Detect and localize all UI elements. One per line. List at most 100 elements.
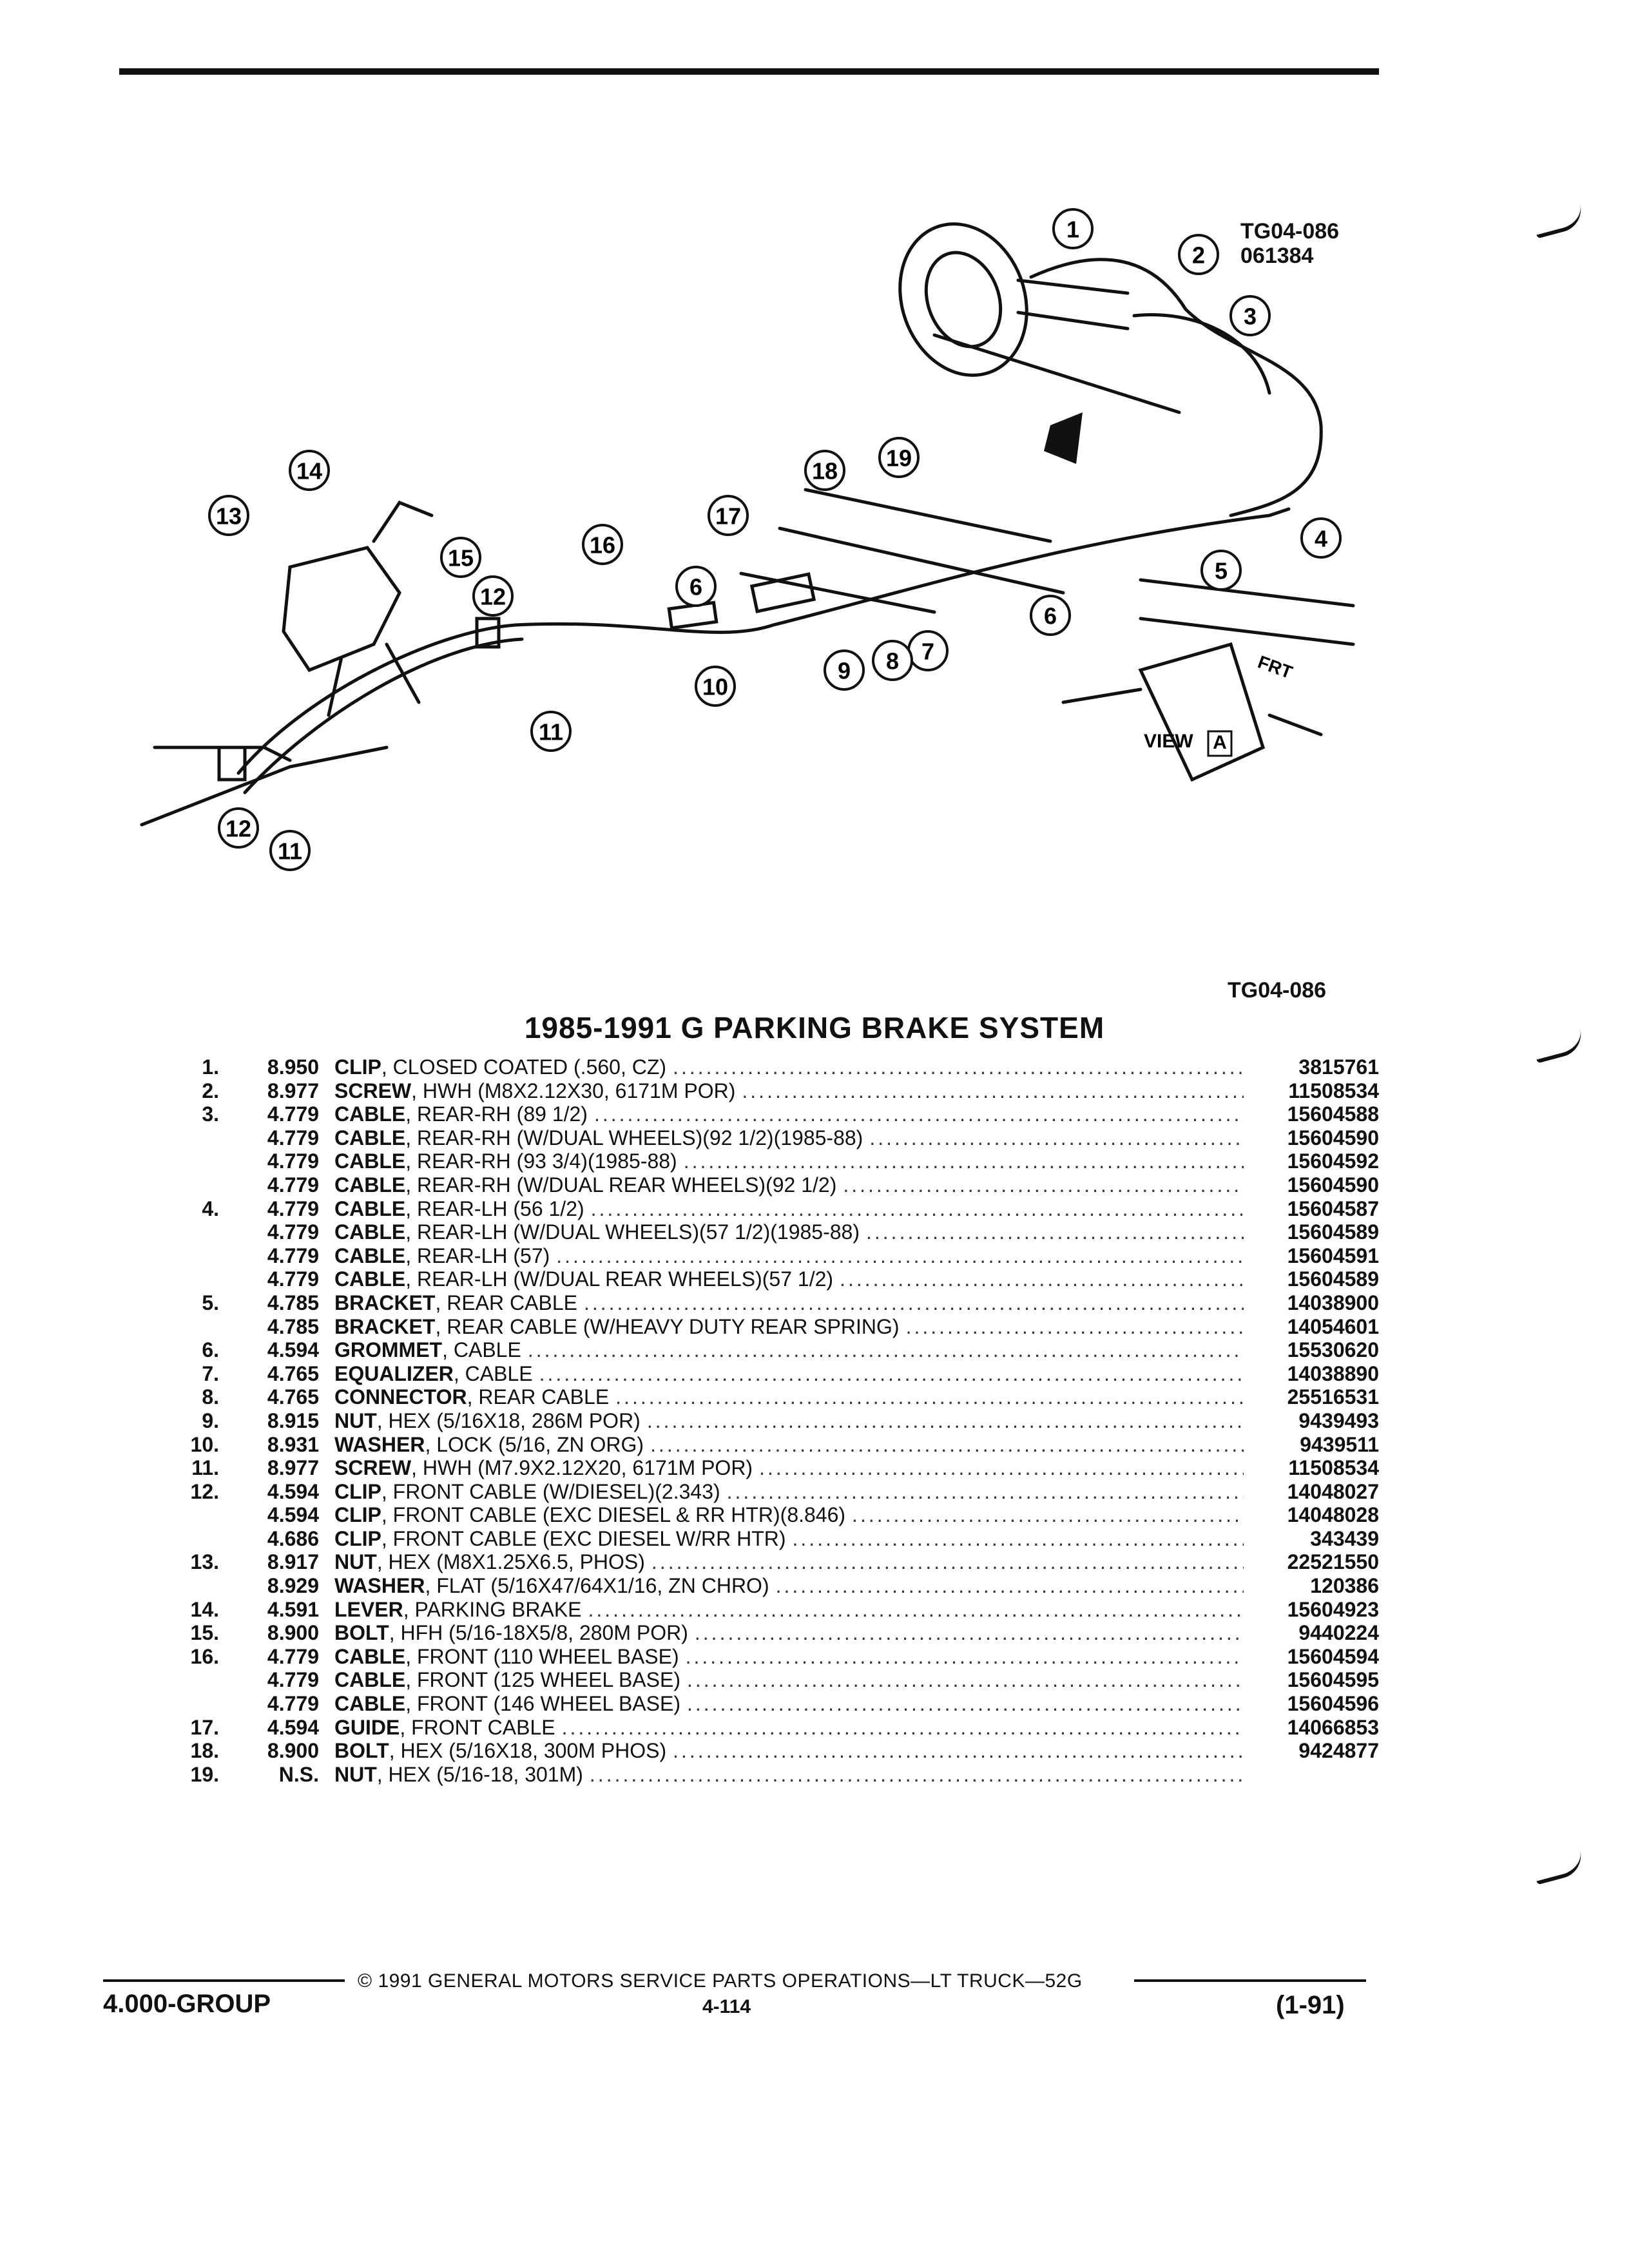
part-detail: , FRONT (146 WHEEL BASE) bbox=[405, 1692, 680, 1716]
leader-dots: ........................................… bbox=[726, 1479, 1244, 1503]
leader-dots: ........................................… bbox=[539, 1361, 1244, 1385]
part-description: CABLE, REAR-RH (W/DUAL REAR WHEELS)(92 1… bbox=[334, 1173, 1244, 1197]
item-number bbox=[142, 1267, 219, 1291]
axle-lines bbox=[932, 278, 1181, 414]
part-number: 15604592 bbox=[1287, 1149, 1379, 1173]
leader-dots: ........................................… bbox=[646, 1408, 1244, 1432]
callout-number: 14 bbox=[296, 458, 322, 485]
leader-dots: ........................................… bbox=[905, 1314, 1244, 1338]
callout-3: 3 bbox=[1229, 295, 1271, 336]
part-name: CLIP bbox=[334, 1055, 381, 1079]
part-number: 9424877 bbox=[1298, 1739, 1379, 1763]
part-name: LEVER bbox=[334, 1597, 403, 1621]
part-description: CONNECTOR, REAR CABLE...................… bbox=[334, 1385, 1244, 1409]
group-code: 8.929 bbox=[267, 1574, 319, 1598]
part-number: 14038900 bbox=[1287, 1291, 1379, 1314]
part-name: NUT bbox=[334, 1408, 377, 1432]
item-number: 11. bbox=[191, 1456, 219, 1480]
part-name: EQUALIZER bbox=[334, 1361, 454, 1385]
leader-dots: ........................................… bbox=[651, 1550, 1244, 1574]
part-number: 14054601 bbox=[1287, 1314, 1379, 1338]
leader-dots: ........................................… bbox=[686, 1668, 1244, 1692]
item-number: 18. bbox=[190, 1739, 219, 1763]
part-name: CONNECTOR bbox=[334, 1385, 467, 1409]
leader-dots: ........................................… bbox=[852, 1503, 1244, 1527]
part-detail: , HWH (M7.9X2.12X20, 6171M POR) bbox=[411, 1456, 753, 1480]
frame-rail-rear bbox=[1139, 578, 1355, 646]
callout-6: 6 bbox=[1030, 595, 1071, 636]
part-detail: , REAR-RH (93 3/4)(1985-88) bbox=[405, 1149, 677, 1173]
callout-17: 17 bbox=[708, 495, 749, 536]
item-number: 15. bbox=[190, 1621, 219, 1645]
group-code: 4.594 bbox=[267, 1338, 319, 1362]
item-number: 12. bbox=[190, 1479, 219, 1503]
callout-9: 9 bbox=[824, 649, 865, 691]
callout-13: 13 bbox=[208, 495, 249, 536]
group-code: 4.779 bbox=[267, 1220, 319, 1244]
part-description: CLIP, FRONT CABLE (EXC DIESEL & RR HTR)(… bbox=[334, 1503, 1244, 1527]
leader-dots: ........................................… bbox=[583, 1291, 1244, 1314]
callout-11: 11 bbox=[269, 830, 311, 871]
frame-rail-mid bbox=[739, 488, 1065, 614]
part-number: 22521550 bbox=[1287, 1550, 1379, 1574]
part-detail: , LOCK (5/16, ZN ORG) bbox=[425, 1432, 644, 1456]
callout-number: 17 bbox=[715, 503, 741, 530]
group-code: N.S. bbox=[278, 1762, 319, 1786]
leader-dots: ........................................… bbox=[589, 1762, 1244, 1786]
part-name: WASHER bbox=[334, 1432, 425, 1456]
item-number: 19. bbox=[190, 1762, 219, 1786]
part-number: 9439511 bbox=[1300, 1432, 1379, 1456]
front-direction-label: FRT bbox=[1255, 652, 1295, 683]
part-number: 15604588 bbox=[1287, 1102, 1379, 1126]
part-detail: , REAR-RH (W/DUAL REAR WHEELS)(92 1/2) bbox=[405, 1173, 837, 1196]
part-number: 11508534 bbox=[1288, 1456, 1379, 1480]
item-number bbox=[142, 1692, 219, 1716]
group-code: 4.779 bbox=[267, 1126, 319, 1149]
group-code: 4.765 bbox=[267, 1361, 319, 1385]
part-name: CABLE bbox=[334, 1173, 406, 1196]
callout-number: 9 bbox=[838, 658, 851, 684]
bracket-bolts bbox=[1061, 687, 1323, 736]
parking-brake-lever bbox=[282, 546, 401, 673]
part-number: 14048027 bbox=[1287, 1479, 1379, 1503]
group-code: 4.594 bbox=[267, 1479, 319, 1503]
leader-dots: ........................................… bbox=[683, 1149, 1244, 1173]
part-name: NUT bbox=[334, 1762, 377, 1786]
part-name: CABLE bbox=[334, 1149, 406, 1173]
part-description: CLIP, FRONT CABLE (W/DIESEL)(2.343).....… bbox=[334, 1480, 1244, 1504]
item-number bbox=[142, 1244, 219, 1268]
part-number: 3815761 bbox=[1298, 1055, 1379, 1079]
part-name: CABLE bbox=[334, 1644, 406, 1668]
part-name: CABLE bbox=[334, 1102, 406, 1126]
equalizer bbox=[749, 572, 816, 613]
part-detail: , REAR CABLE (W/HEAVY DUTY REAR SPRING) bbox=[435, 1314, 900, 1338]
group-code: 4.779 bbox=[267, 1668, 319, 1692]
leader-dots: ........................................… bbox=[843, 1173, 1244, 1196]
part-detail: , HWH (M8X2.12X30, 6171M POR) bbox=[411, 1079, 736, 1102]
callout-number: 12 bbox=[226, 816, 251, 842]
part-description: CABLE, REAR-RH (W/DUAL WHEELS)(92 1/2)(1… bbox=[334, 1126, 1244, 1150]
cable-bend bbox=[1132, 313, 1271, 395]
callout-14: 14 bbox=[289, 450, 330, 491]
part-detail: , REAR CABLE bbox=[435, 1291, 577, 1314]
view-label-letter: A bbox=[1213, 732, 1227, 753]
part-name: CABLE bbox=[334, 1668, 406, 1692]
part-number: 15604590 bbox=[1287, 1173, 1379, 1196]
group-code: 4.779 bbox=[267, 1244, 319, 1267]
part-description: CLIP, FRONT CABLE (EXC DIESEL W/RR HTR).… bbox=[334, 1527, 1244, 1551]
leader-dots: ........................................… bbox=[694, 1621, 1244, 1645]
part-number bbox=[1244, 1763, 1379, 1787]
part-number: 15604589 bbox=[1287, 1267, 1379, 1291]
part-name: CABLE bbox=[334, 1196, 406, 1220]
callout-number: 8 bbox=[886, 648, 899, 675]
part-description: NUT, HEX (M8X1.25X6.5, PHOS)............… bbox=[334, 1550, 1244, 1574]
binder-tick-mark bbox=[1531, 1849, 1586, 1885]
callout-number: 2 bbox=[1192, 242, 1205, 269]
